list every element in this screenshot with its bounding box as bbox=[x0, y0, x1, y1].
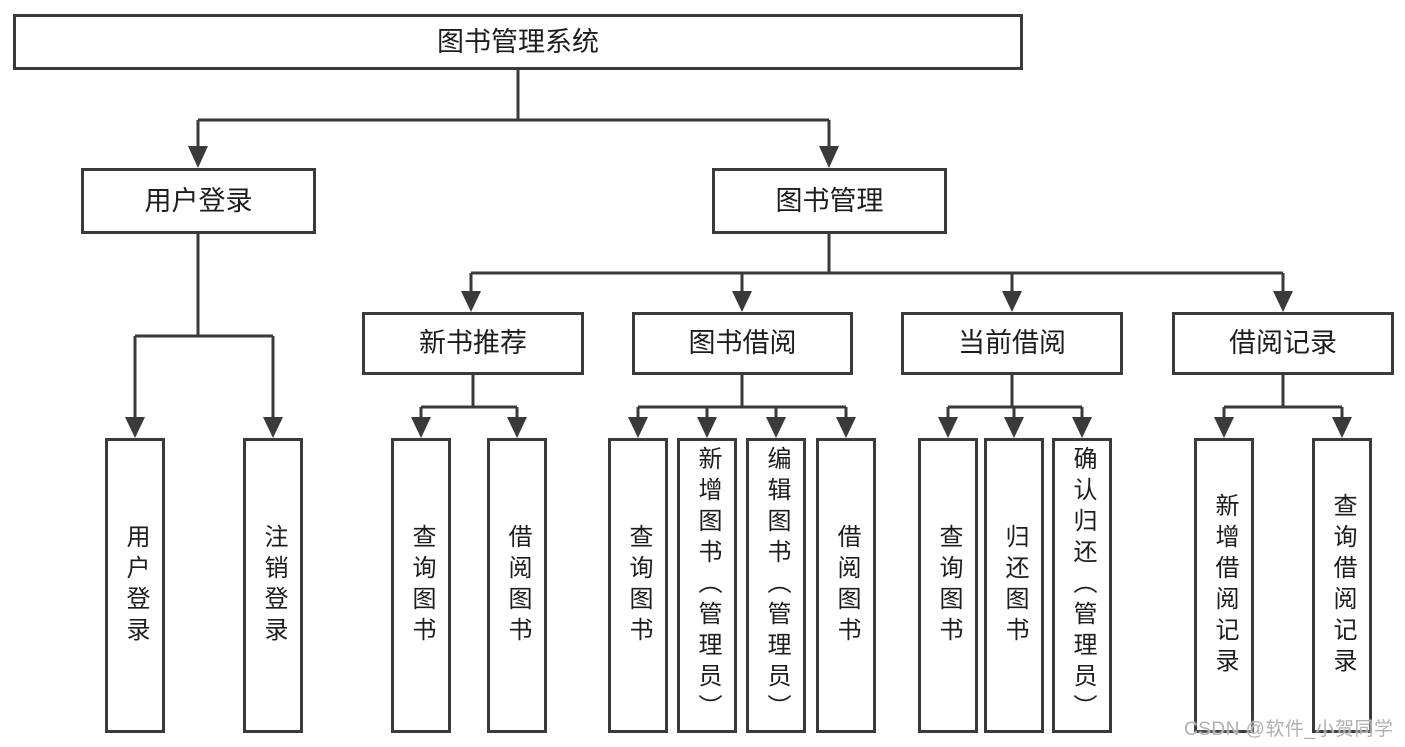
arrow-down-icon bbox=[1273, 291, 1293, 312]
arrow-down-icon bbox=[732, 291, 752, 312]
node-leaf-return-books: 归还图书 bbox=[984, 438, 1044, 733]
arrow-down-icon bbox=[1002, 291, 1022, 312]
arrow-down-icon bbox=[461, 291, 481, 312]
arrow-down-icon bbox=[507, 417, 527, 438]
arrow-down-icon bbox=[1004, 417, 1024, 438]
connector-root-to-branches bbox=[196, 70, 831, 150]
node-leaf-query-borrow-record: 查询借阅记录 bbox=[1312, 438, 1372, 733]
node-borrow-records: 借阅记录 bbox=[1172, 312, 1394, 375]
arrow-down-icon bbox=[263, 417, 283, 438]
connector-paths bbox=[133, 70, 1344, 419]
node-leaf-logout: 注销登录 bbox=[243, 438, 303, 733]
arrow-down-icon bbox=[819, 146, 839, 168]
node-leaf-user-login: 用户登录 bbox=[105, 438, 165, 733]
connector-mgmt-to-groups bbox=[469, 234, 1285, 293]
node-new-book-recommend: 新书推荐 bbox=[362, 312, 584, 375]
arrow-down-icon bbox=[1214, 417, 1234, 438]
arrow-down-icon bbox=[1072, 417, 1092, 438]
arrow-down-icon bbox=[188, 146, 208, 168]
node-user-login-branch: 用户登录 bbox=[81, 168, 316, 234]
connector-login-to-leaves bbox=[133, 234, 275, 419]
csdn-watermark: CSDN @软件_小贺同学 bbox=[1184, 719, 1394, 740]
node-book-borrow: 图书借阅 bbox=[632, 312, 853, 375]
node-book-management-branch: 图书管理 bbox=[712, 168, 947, 234]
arrowheads bbox=[125, 146, 1352, 438]
node-leaf-edit-books-admin: 编辑图书（管理员） bbox=[746, 438, 806, 733]
node-current-borrow: 当前借阅 bbox=[901, 312, 1123, 375]
arrow-down-icon bbox=[628, 417, 648, 438]
node-leaf-query-books-borrow: 查询图书 bbox=[608, 438, 668, 733]
node-leaf-add-books-admin: 新增图书（管理员） bbox=[677, 438, 737, 733]
node-library-system-root: 图书管理系统 bbox=[13, 14, 1023, 70]
connector-recommend-to-leaves bbox=[419, 375, 519, 419]
node-leaf-add-borrow-record: 新增借阅记录 bbox=[1194, 438, 1254, 733]
connector-borrow-to-leaves bbox=[636, 375, 848, 419]
arrow-down-icon bbox=[125, 417, 145, 438]
arrow-down-icon bbox=[1332, 417, 1352, 438]
arrow-down-icon bbox=[766, 417, 786, 438]
connector-records-to-leaves bbox=[1222, 375, 1344, 419]
node-leaf-query-books-recommend: 查询图书 bbox=[391, 438, 451, 733]
node-leaf-borrow-books: 借阅图书 bbox=[816, 438, 876, 733]
connector-current-to-leaves bbox=[946, 375, 1084, 419]
arrow-down-icon bbox=[938, 417, 958, 438]
arrow-down-icon bbox=[697, 417, 717, 438]
arrow-down-icon bbox=[411, 417, 431, 438]
node-leaf-query-books-current: 查询图书 bbox=[918, 438, 978, 733]
node-leaf-confirm-return-admin: 确认归还（管理员） bbox=[1052, 438, 1112, 733]
node-leaf-borrow-books-recommend: 借阅图书 bbox=[487, 438, 547, 733]
arrow-down-icon bbox=[836, 417, 856, 438]
